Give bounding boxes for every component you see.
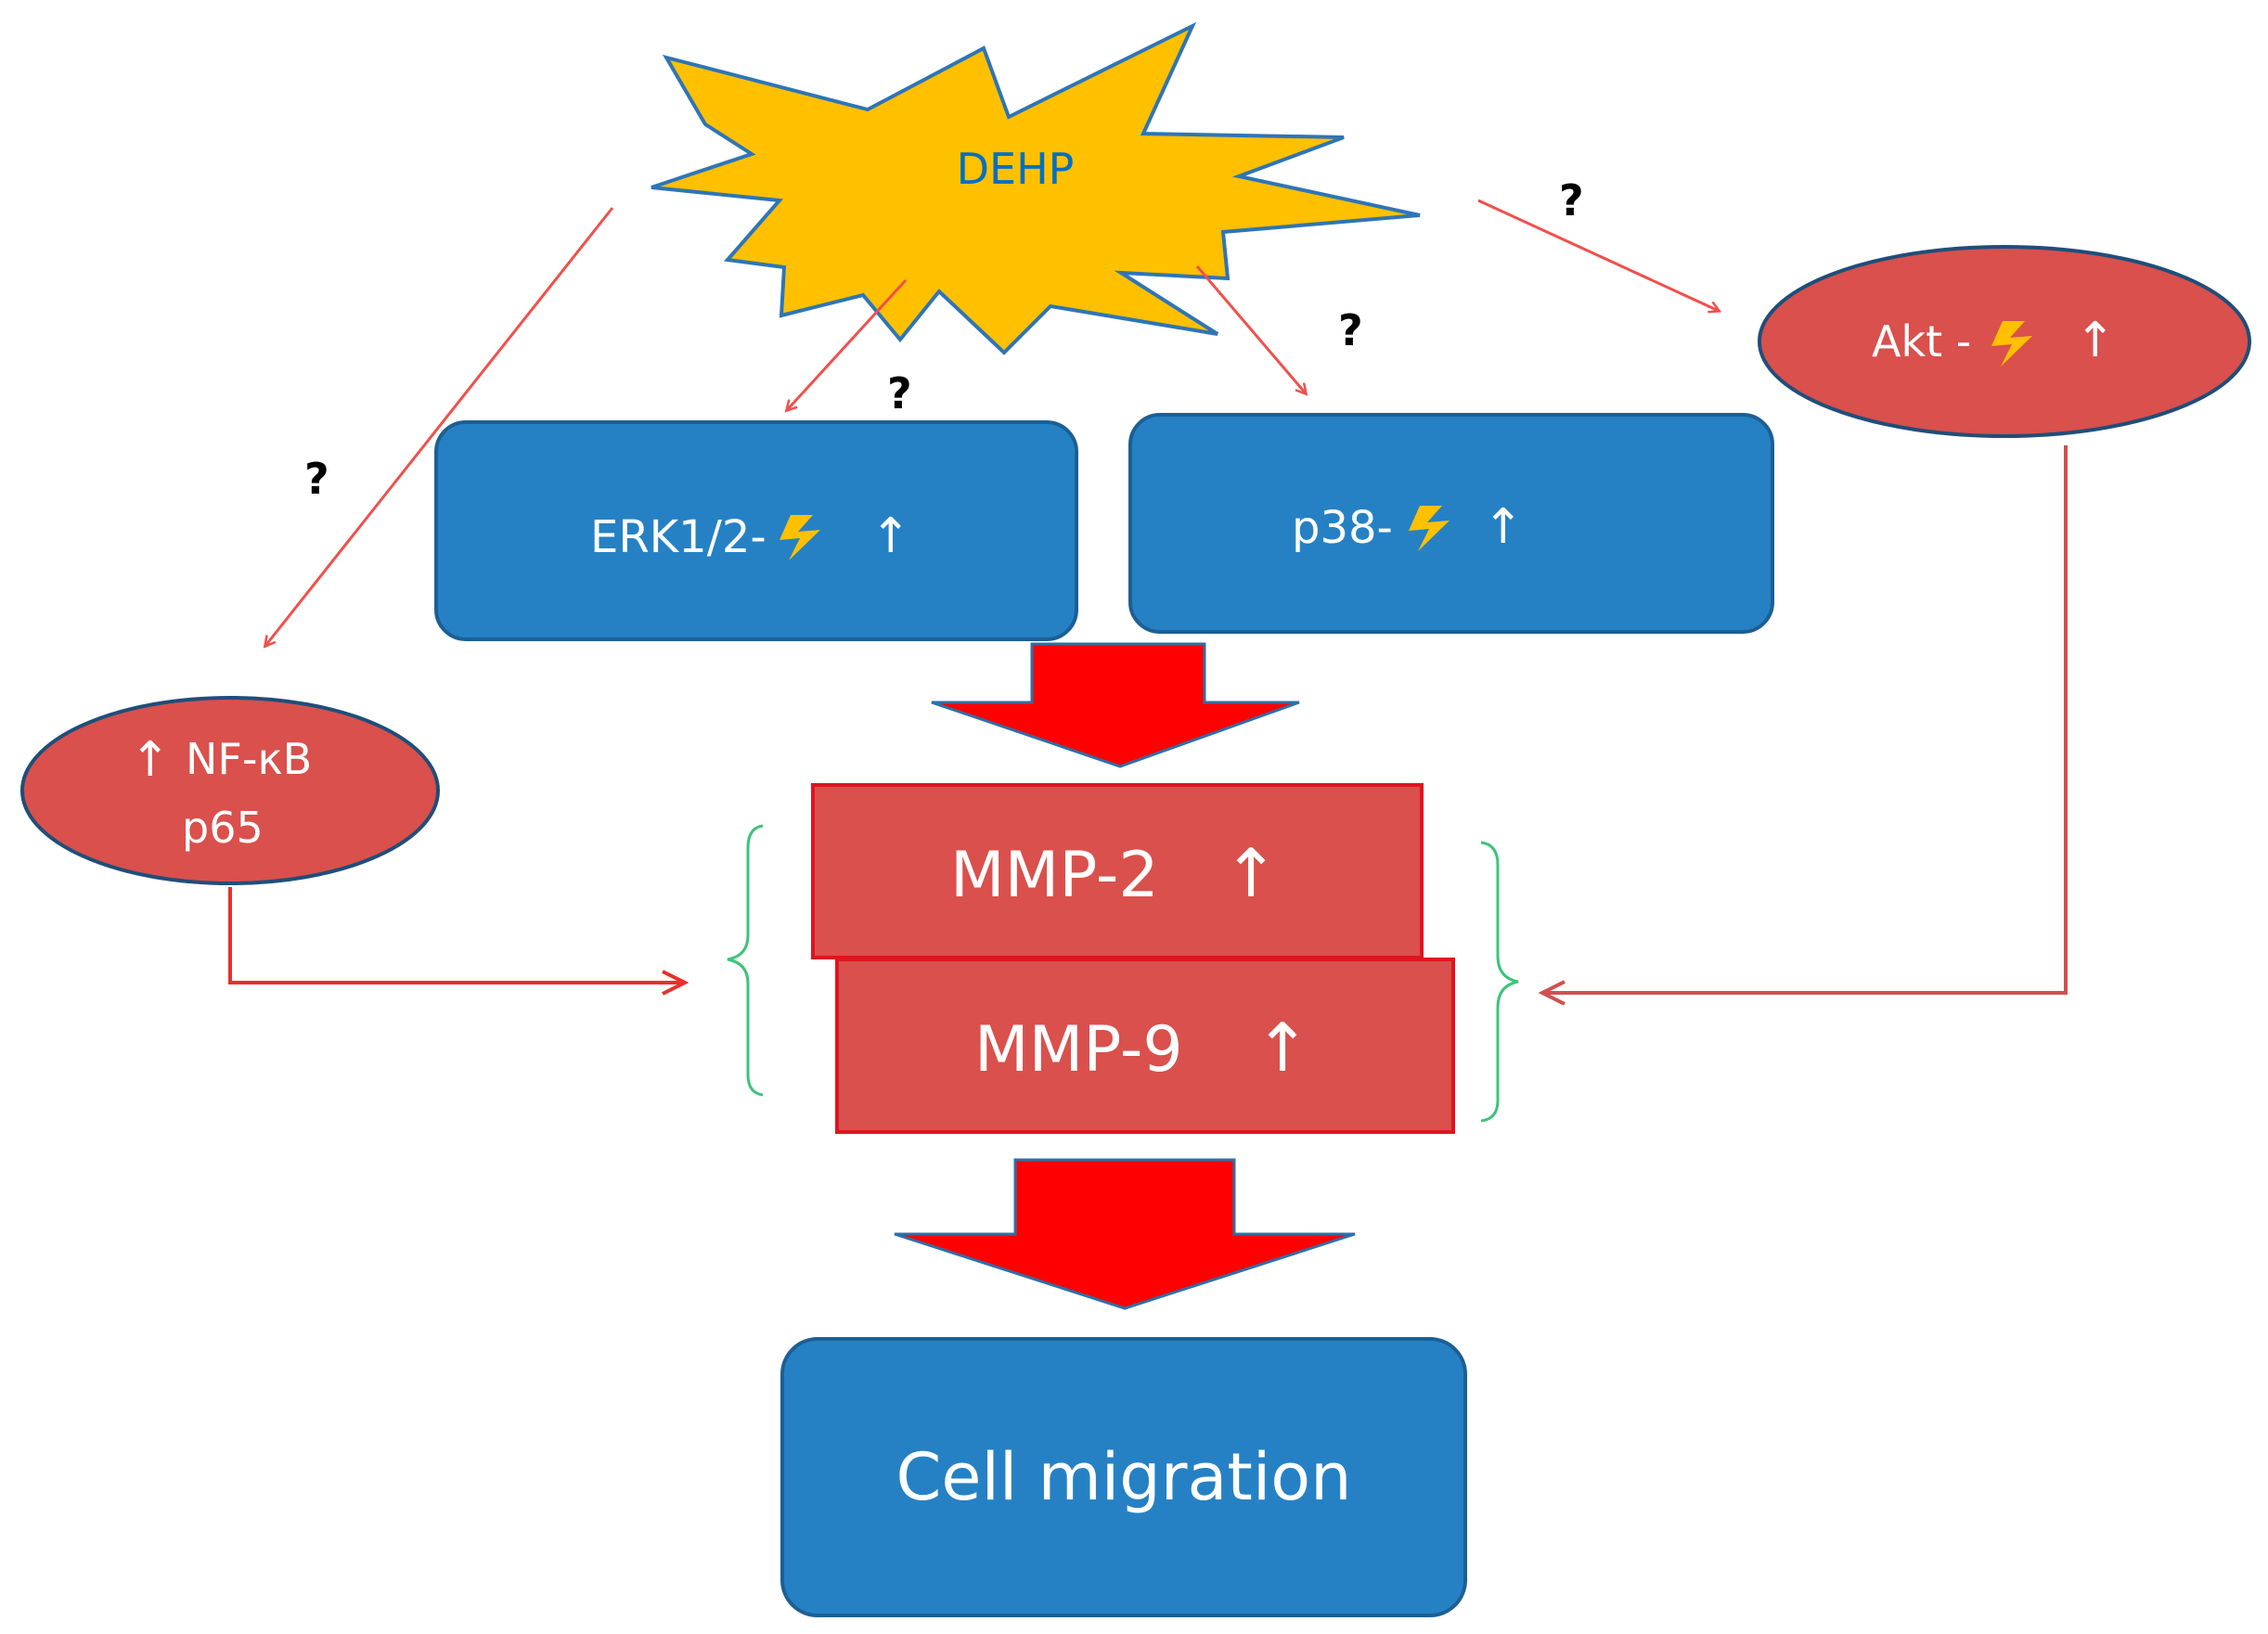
p38-up-arrow: ↑ [1483, 499, 1524, 555]
erk-label: ERK1/2- [590, 511, 767, 563]
question-mark-p38: ? [1338, 305, 1363, 355]
erk-up-arrow: ↑ [870, 508, 911, 564]
mmp9-up-arrow: ↑ [1255, 1009, 1310, 1087]
mmp9-box [835, 958, 1455, 1134]
cell-migration-node: Cell migration [780, 1337, 1467, 1617]
dehp-to-erk-arrow [787, 278, 908, 410]
mmp9-node: MMP-9 ↑ [835, 958, 1455, 1134]
dehp-to-akt-arrow [1477, 199, 1719, 311]
nfkb-to-mmp-arrow [228, 887, 683, 983]
mmp2-label: MMP-2 [950, 839, 1159, 912]
dehp-to-p38-arrow [1195, 265, 1306, 393]
big-red-arrow-to-migration [894, 1158, 1356, 1310]
cell-migration-box [780, 1337, 1467, 1617]
p38-node: p38- ↑ [1128, 413, 1774, 634]
lightning-bolt-icon [1991, 321, 2032, 367]
question-mark-akt: ? [1559, 175, 1584, 225]
nfkb-subunit-label: p65 [182, 803, 264, 853]
dehp-node: DEHP [651, 21, 1421, 355]
akt-to-mmp-arrow [1544, 445, 2068, 993]
mmp2-node: MMP-2 ↑ [811, 783, 1424, 959]
nfkb-label: NF-κB [186, 734, 312, 784]
mmp2-up-arrow: ↑ [1223, 834, 1279, 912]
lightning-bolt-icon [780, 515, 820, 560]
dehp-to-nfkb-arrow [265, 207, 614, 646]
akt-label: Akt - [1872, 316, 1971, 367]
question-mark-erk: ? [887, 368, 912, 418]
nfkb-ellipse [20, 696, 440, 885]
left-brace [727, 824, 764, 1097]
dehp-starburst-shape [651, 21, 1421, 355]
nfkb-node: ↑ NF-κB p65 [20, 696, 440, 885]
dehp-label: DEHP [957, 144, 1075, 194]
lightning-bolt-icon [1409, 506, 1450, 551]
big-red-arrow-to-mmp [931, 642, 1300, 768]
nfkb-up-arrow: ↑ [130, 732, 171, 788]
akt-node: Akt - ↑ [1758, 245, 2251, 438]
p38-label: p38- [1292, 502, 1393, 554]
mmp2-box [811, 783, 1424, 959]
mmp9-label: MMP-9 [974, 1013, 1183, 1087]
question-mark-nfkb: ? [304, 454, 329, 504]
erk-node: ERK1/2- ↑ [434, 420, 1078, 641]
cell-migration-label: Cell migration [896, 1439, 1352, 1515]
p38-box [1128, 413, 1774, 634]
right-brace [1480, 841, 1519, 1123]
erk-box [434, 420, 1078, 641]
akt-up-arrow: ↑ [2075, 313, 2116, 368]
